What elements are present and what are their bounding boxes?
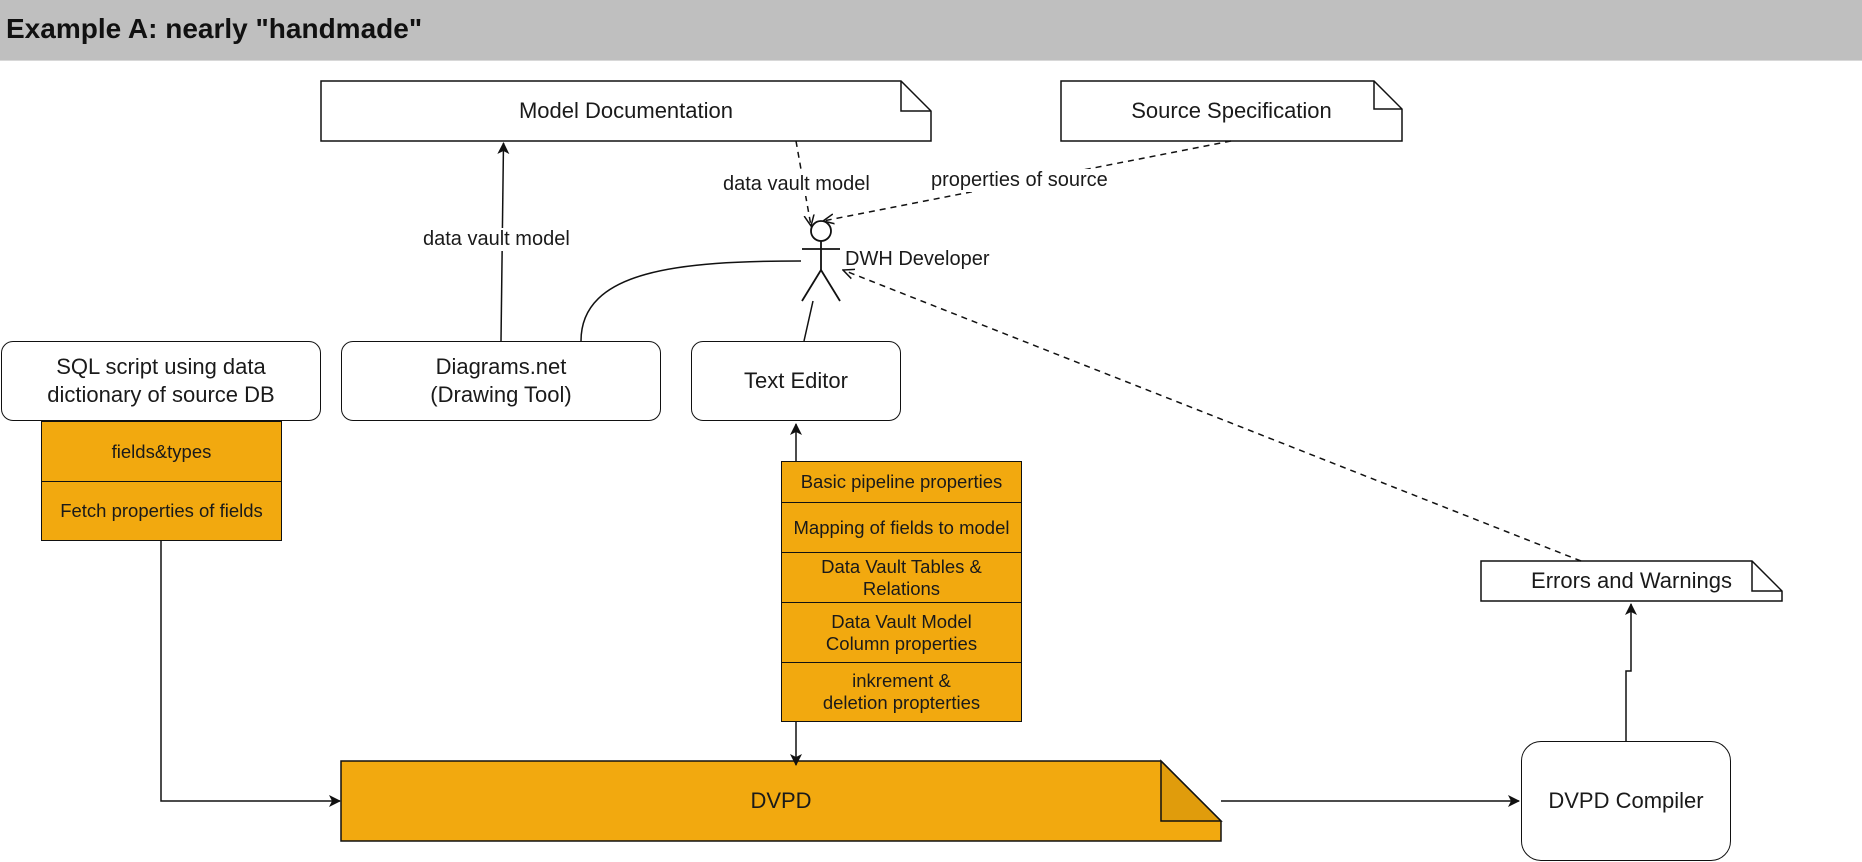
edge-spec-to-dev: [823, 140, 1232, 221]
errors-note-shape: [1480, 560, 1783, 602]
source-specification-note-shape: [1060, 80, 1403, 142]
edge-label-spec-to-dev: properties of source: [929, 169, 1110, 192]
edge-editor-actor: [803, 300, 814, 342]
sql-properties-stack: fields&types Fetch properties of fields: [41, 421, 282, 541]
edge-doc-to-dev: [795, 140, 811, 226]
sql-script-line2: dictionary of source DB: [47, 382, 275, 407]
stack-item-fetch-properties: Fetch properties of fields: [60, 500, 263, 521]
diagrams-net-line2: (Drawing Tool): [430, 382, 572, 407]
page-title: Example A: nearly "handmade": [6, 13, 423, 44]
sql-script-box: SQL script using data dictionary of sour…: [1, 341, 321, 421]
actor-label: DWH Developer: [845, 248, 990, 270]
edge-label-doc-to-dev: data vault model: [721, 173, 872, 196]
edge-compiler-to-errors: [1625, 603, 1637, 741]
text-editor-box: Text Editor: [691, 341, 901, 421]
model-documentation-label: Model Documentation: [518, 98, 733, 123]
text-editor-label: Text Editor: [744, 368, 848, 393]
sql-script-line1: SQL script using data: [56, 354, 266, 379]
dvpd-note: DVPD: [341, 761, 1221, 841]
stack-item-basic-pipeline: Basic pipeline properties: [782, 462, 1021, 503]
model-documentation-note-shape: [320, 80, 932, 142]
stack-item-mapping-fields: Mapping of fields to model: [782, 503, 1021, 553]
edge-diagrams-actor: [580, 260, 802, 342]
edge-sql-to-dvpd: [160, 541, 341, 807]
stack-item-dv-tables: Data Vault Tables & Relations: [782, 553, 1021, 603]
dvpd-compiler-label: DVPD Compiler: [1548, 788, 1704, 813]
dvpd-note-shape: [340, 760, 1222, 842]
edge-label-diagrams-to-doc: data vault model: [421, 228, 572, 251]
model-documentation-note: Model Documentation: [321, 81, 931, 141]
diagrams-net-line1: Diagrams.net: [435, 354, 567, 379]
dvpd-label: DVPD: [750, 788, 812, 813]
source-specification-label: Source Specification: [1131, 98, 1332, 123]
title-bar: Example A: nearly "handmade": [0, 0, 1862, 61]
diagrams-net-box: Diagrams.net (Drawing Tool): [341, 341, 661, 421]
errors-and-warnings-note: Errors and Warnings: [1481, 561, 1782, 601]
stack-item-inkrement-deletion: inkrement & deletion propterties: [822, 669, 981, 713]
stack-item-fields-types: fields&types: [42, 422, 281, 482]
editor-properties-stack: Basic pipeline properties Mapping of fie…: [781, 461, 1022, 722]
errors-and-warnings-label: Errors and Warnings: [1531, 568, 1732, 593]
dvpd-compiler-box: DVPD Compiler: [1521, 741, 1731, 861]
stack-item-dv-column-props: Data Vault Model Column properties: [782, 603, 1021, 663]
edge-errors-to-dev: [843, 270, 1582, 562]
dwh-developer-actor-icon: [801, 220, 841, 302]
source-specification-note: Source Specification: [1061, 81, 1402, 141]
